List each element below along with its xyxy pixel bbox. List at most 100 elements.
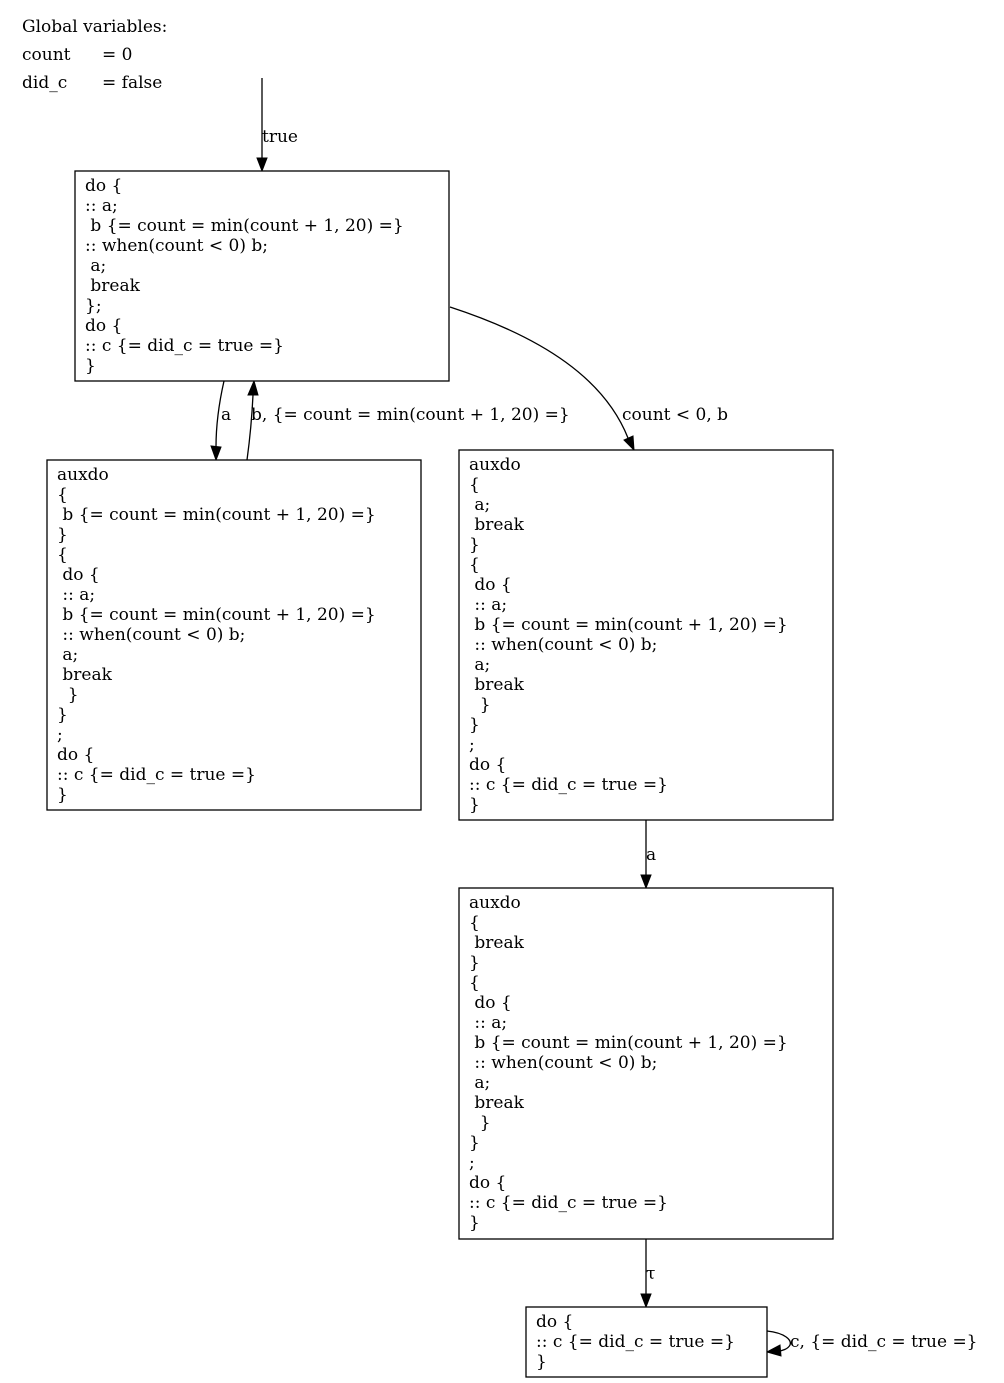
state-code-line: b {= count = min(count + 1, 20) =} — [85, 216, 404, 236]
state-node-s4: do {:: c {= did_c = true =}} — [525, 1306, 768, 1378]
edge-label: a — [221, 405, 231, 425]
edge-s0-to-s2: count < 0, b — [449, 306, 728, 452]
state-box — [458, 449, 834, 821]
state-code-line: :: c {= did_c = true =} — [469, 775, 668, 795]
state-code-line: } — [469, 715, 480, 735]
state-code-line: do { — [85, 176, 122, 196]
state-code-line: } — [536, 1352, 547, 1372]
state-code-line: :: c {= did_c = true =} — [85, 336, 284, 356]
state-code-line: }; — [85, 296, 102, 316]
state-code-line: { — [469, 555, 480, 575]
state-code-line: do { — [85, 316, 122, 336]
state-code-line: ; — [469, 1153, 475, 1173]
edge-label: a — [646, 845, 656, 865]
state-node-s0: do {:: a; b {= count = min(count + 1, 20… — [74, 170, 450, 382]
global-var-value: = false — [102, 73, 162, 93]
state-code-line: } — [57, 785, 68, 805]
state-code-line: b {= count = min(count + 1, 20) =} — [57, 505, 376, 525]
edge-label: τ — [646, 1264, 655, 1284]
state-code-line: do { — [469, 755, 506, 775]
state-node-s3: auxdo{ break}{ do { :: a; b {= count = m… — [458, 887, 834, 1240]
state-node-s1: auxdo{ b {= count = min(count + 1, 20) =… — [46, 459, 422, 811]
state-code-line: } — [469, 795, 480, 815]
state-code-line: break — [469, 675, 525, 695]
edge-label: count < 0, b — [622, 405, 728, 425]
state-code-line: ; — [469, 735, 475, 755]
state-code-line: } — [85, 356, 96, 376]
state-code-line: { — [469, 475, 480, 495]
state-code-line: :: c {= did_c = true =} — [469, 1193, 668, 1213]
state-code-line: } — [469, 1133, 480, 1153]
state-code-line: b {= count = min(count + 1, 20) =} — [469, 615, 788, 635]
edge-s3-to-s4: τ — [640, 1239, 655, 1309]
state-node-s2: auxdo{ a; break}{ do { :: a; b {= count … — [458, 449, 834, 821]
edge-s4-self-loop: c, {= did_c = true =} — [765, 1330, 978, 1357]
state-code-line: break — [85, 276, 141, 296]
global-variables: Global variables: count = 0 did_c = fals… — [22, 17, 167, 93]
state-code-line: { — [57, 485, 68, 505]
state-code-line: } — [57, 685, 79, 705]
state-code-line: break — [57, 665, 113, 685]
state-code-line: do { — [469, 993, 512, 1013]
state-code-line: } — [469, 1113, 491, 1133]
state-code-line: } — [469, 695, 491, 715]
state-code-line: :: when(count < 0) b; — [57, 625, 245, 645]
state-code-line: } — [469, 535, 480, 555]
state-code-line: auxdo — [469, 893, 521, 913]
arrowhead — [640, 874, 652, 890]
state-box — [525, 1306, 768, 1378]
state-code-line: break — [469, 1093, 525, 1113]
state-code-line: do { — [57, 745, 94, 765]
state-code-line: { — [57, 545, 68, 565]
state-code-line: do { — [536, 1312, 573, 1332]
state-code-line: :: a; — [469, 1013, 507, 1033]
state-code-line: do { — [57, 565, 100, 585]
state-code-line: :: c {= did_c = true =} — [57, 765, 256, 785]
state-box — [74, 170, 450, 382]
state-code-line: auxdo — [57, 465, 109, 485]
state-code-line: break — [469, 515, 525, 535]
state-code-line: ; — [57, 725, 63, 745]
edge-s1-to-s0: b, {= count = min(count + 1, 20) =} — [246, 379, 570, 461]
state-code-line: a; — [469, 1073, 490, 1093]
global-var-name: count — [22, 45, 71, 65]
state-code-line: } — [57, 525, 68, 545]
arrowhead — [210, 445, 222, 462]
state-code-line: :: a; — [57, 585, 95, 605]
state-code-line: do { — [469, 1173, 506, 1193]
edge-line — [215, 380, 225, 448]
arrowhead — [247, 379, 259, 396]
edge-label: b, {= count = min(count + 1, 20) =} — [251, 405, 570, 425]
state-code-line: auxdo — [469, 455, 521, 475]
state-code-line: :: when(count < 0) b; — [469, 1053, 657, 1073]
state-code-line: :: c {= did_c = true =} — [536, 1332, 735, 1352]
state-code-line: b {= count = min(count + 1, 20) =} — [469, 1033, 788, 1053]
state-code-line: break — [469, 933, 525, 953]
state-code-line: :: when(count < 0) b; — [85, 236, 268, 256]
state-box — [46, 459, 422, 811]
arrowhead — [623, 435, 635, 452]
state-code-line: { — [469, 913, 480, 933]
state-box — [458, 887, 834, 1240]
edges: true a b, {= count = min(count + 1, 20) … — [210, 78, 978, 1357]
state-code-line: } — [469, 953, 480, 973]
edge-line — [246, 394, 254, 461]
arrowhead — [256, 157, 268, 173]
state-code-line: b {= count = min(count + 1, 20) =} — [57, 605, 376, 625]
edge-s2-to-s3: a — [640, 820, 656, 890]
global-var-value: = 0 — [102, 45, 132, 65]
edge-s0-to-s1: a — [210, 380, 231, 462]
state-code-line: a; — [469, 495, 490, 515]
state-code-line: :: a; — [85, 196, 118, 216]
edge-line — [766, 1330, 791, 1352]
arrowhead — [765, 1344, 782, 1357]
state-code-line: a; — [85, 256, 106, 276]
edge-initial: true — [256, 78, 298, 173]
arrowhead — [640, 1293, 652, 1309]
state-code-line: } — [469, 1213, 480, 1233]
state-code-line: a; — [469, 655, 490, 675]
global-var-name: did_c — [22, 73, 67, 93]
state-code-line: } — [57, 705, 68, 725]
state-code-line: do { — [469, 575, 512, 595]
